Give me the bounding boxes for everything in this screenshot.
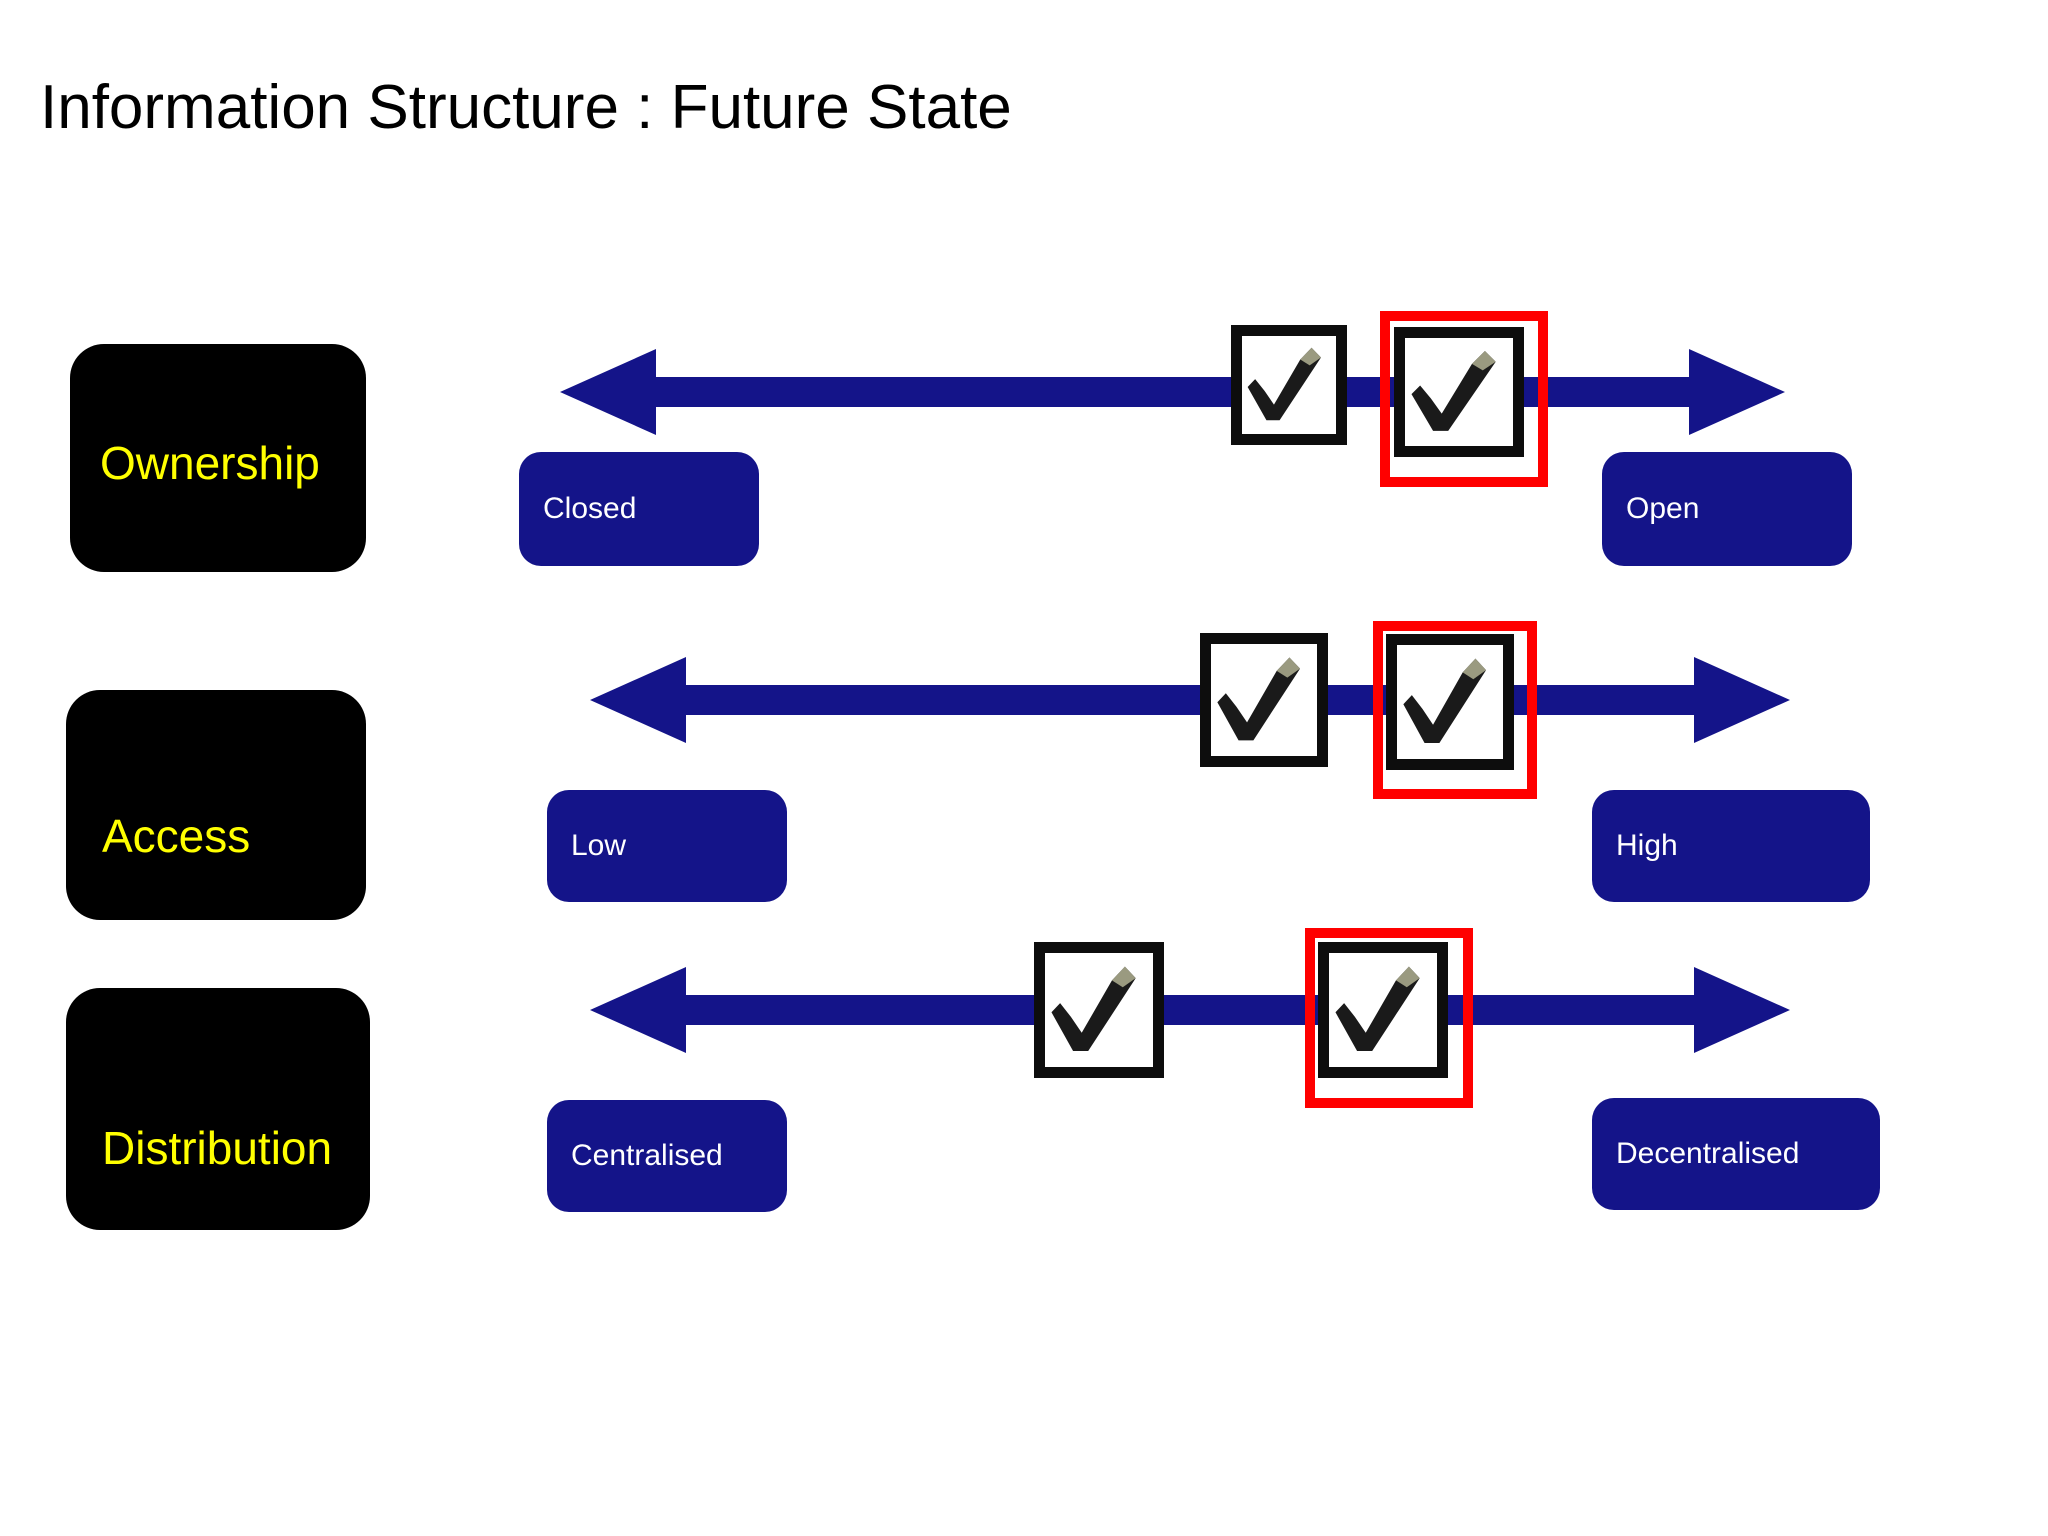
pole-box-decentralised: Decentralised bbox=[1592, 1098, 1880, 1210]
pole-box-low: Low bbox=[547, 790, 787, 902]
pole-box-open: Open bbox=[1602, 452, 1852, 566]
pole-label-left: Closed bbox=[543, 492, 637, 525]
axis-arrow-ownership bbox=[560, 337, 1785, 447]
pole-label-left: Low bbox=[571, 829, 627, 862]
pole-box-high: High bbox=[1592, 790, 1870, 902]
category-label: Ownership bbox=[100, 437, 320, 489]
check-frame bbox=[1394, 327, 1524, 457]
check-mark-icon-highlighted bbox=[1394, 327, 1524, 457]
pole-label-right: Open bbox=[1626, 492, 1700, 525]
category-label: Distribution bbox=[102, 1122, 333, 1174]
category-box-ownership: Ownership bbox=[70, 344, 366, 572]
pole-box-closed: Closed bbox=[519, 452, 759, 566]
pole-label-right: High bbox=[1616, 829, 1678, 862]
page-title: Information Structure : Future State bbox=[40, 73, 1012, 142]
category-box-access: Access bbox=[66, 690, 366, 920]
check-frame bbox=[1200, 633, 1328, 767]
pole-label-right: Decentralised bbox=[1616, 1137, 1800, 1170]
category-label: Access bbox=[102, 810, 251, 862]
check-frame bbox=[1386, 634, 1514, 770]
check-mark-icon bbox=[1200, 633, 1328, 767]
check-mark-icon bbox=[1034, 942, 1164, 1078]
check-frame bbox=[1318, 942, 1448, 1078]
axis-arrow-access bbox=[590, 645, 1790, 755]
check-frame bbox=[1034, 942, 1164, 1078]
highlight-box-access bbox=[1373, 621, 1537, 799]
category-box-distribution: Distribution bbox=[66, 988, 370, 1230]
pole-label-left: Centralised bbox=[571, 1139, 723, 1172]
axis-arrow-distribution bbox=[590, 955, 1790, 1065]
pole-box-centralised: Centralised bbox=[547, 1100, 787, 1212]
check-mark-icon-highlighted bbox=[1318, 942, 1448, 1078]
check-mark-icon-highlighted bbox=[1386, 634, 1514, 770]
highlight-box-distribution bbox=[1305, 928, 1473, 1108]
check-frame bbox=[1231, 325, 1347, 445]
highlight-box-ownership bbox=[1380, 311, 1548, 487]
check-mark-icon bbox=[1231, 325, 1347, 445]
